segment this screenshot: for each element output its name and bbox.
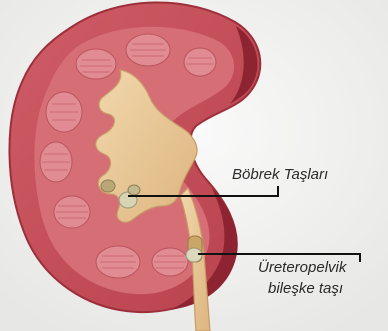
label-upj-line2: bileşke taşı: [268, 279, 343, 298]
label-upj-line1: Üreteropelvik: [258, 258, 346, 277]
label-kidney-stones: Böbrek Taşları: [232, 165, 328, 184]
upj-stone: [186, 236, 202, 262]
